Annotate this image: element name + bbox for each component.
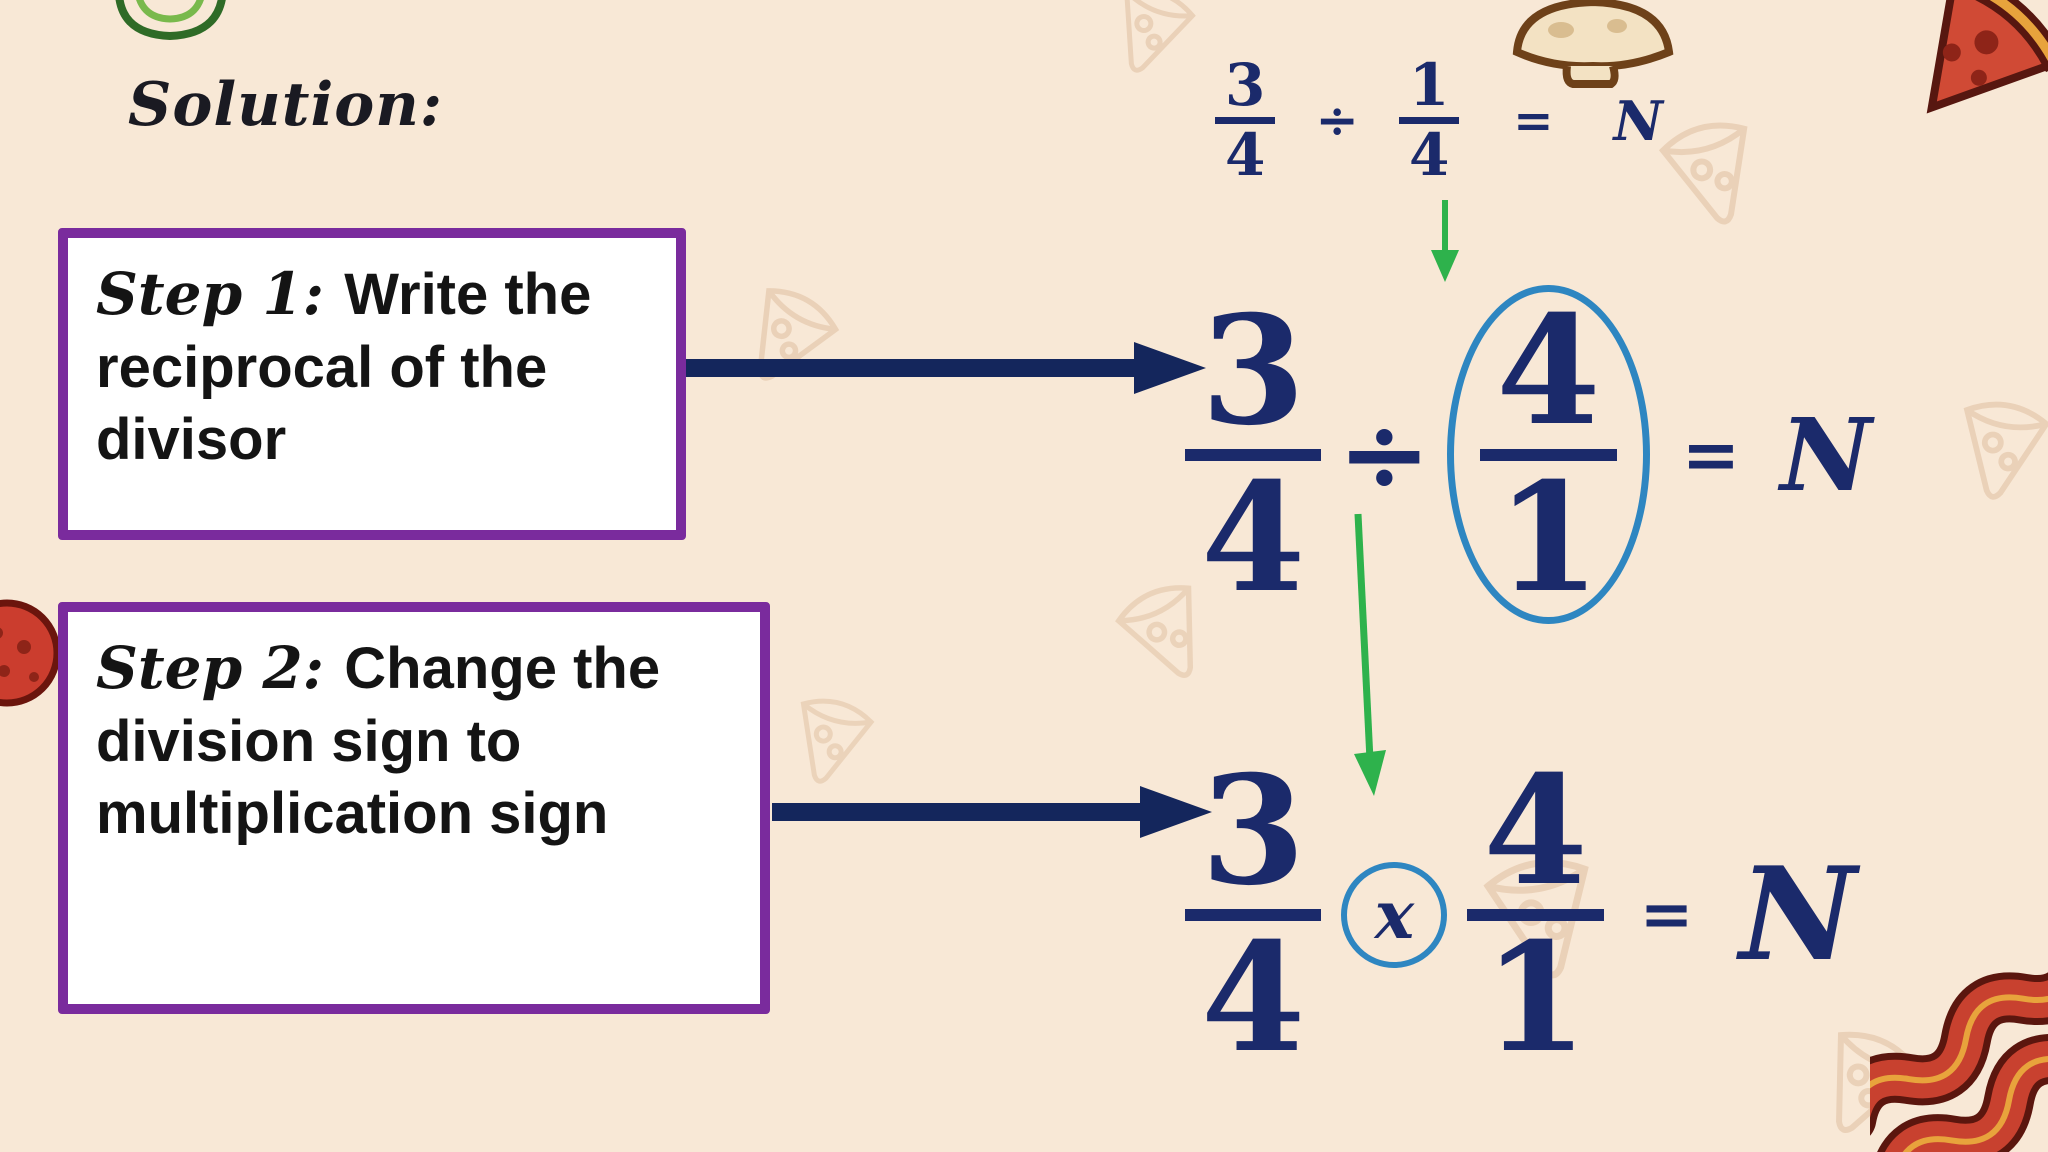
fraction-reciprocal: 4 1 — [1480, 296, 1617, 626]
denominator: 1 — [1483, 909, 1588, 1086]
equals-sign: = — [1681, 413, 1741, 496]
equals-sign: = — [1513, 92, 1554, 149]
numerator: 3 — [1185, 296, 1322, 461]
result-variable: N — [1780, 395, 1872, 514]
step2-callout-box: Step 2: Change the division sign to mult… — [58, 602, 770, 1014]
reciprocal-highlight-ellipse: 4 1 — [1447, 285, 1650, 626]
step2-label: Step 2: — [96, 634, 345, 702]
numerator: 4 — [1480, 296, 1617, 461]
numerator: 3 — [1215, 56, 1276, 125]
denominator: 4 — [1408, 121, 1450, 190]
step1-arrow — [686, 342, 1206, 394]
equation-multiplication: 3 4 x 4 1 = N — [1185, 756, 1857, 1086]
denominator: 1 — [1496, 449, 1601, 626]
step1-text: Write the reciprocal of the divisor — [96, 262, 592, 472]
fraction-dividend: 3 4 — [1185, 296, 1322, 626]
fraction-dividend: 3 4 — [1185, 756, 1322, 1086]
denominator: 4 — [1225, 121, 1266, 190]
numerator: 4 — [1467, 756, 1604, 921]
denominator: 4 — [1201, 449, 1306, 626]
green-arrow-reciprocal — [1431, 200, 1459, 282]
division-sign: ÷ — [1315, 90, 1359, 152]
numerator: 3 — [1185, 756, 1322, 921]
result-variable: N — [1613, 88, 1663, 153]
equation-original: 3 4 ÷ 1 4 = N — [1215, 56, 1663, 190]
step2-arrow — [772, 786, 1212, 838]
multiplication-sign-circled: x — [1341, 861, 1448, 968]
step1-callout-box: Step 1: Write the reciprocal of the divi… — [58, 228, 686, 540]
division-sign: ÷ — [1337, 389, 1432, 520]
fraction-divisor: 1 4 — [1398, 56, 1460, 190]
equation-reciprocal: 3 4 ÷ 4 1 = N — [1185, 285, 1872, 624]
pepper-icon — [115, 0, 226, 41]
bacon-icon — [1870, 955, 2048, 1152]
fraction-reciprocal: 4 1 — [1467, 756, 1604, 1086]
step2-text: Change the division sign to multiplicati… — [96, 636, 661, 846]
result-variable: N — [1739, 839, 1857, 990]
fraction-dividend: 3 4 — [1215, 56, 1276, 190]
denominator: 4 — [1201, 909, 1306, 1086]
numerator: 1 — [1398, 56, 1460, 125]
page-title: Solution: — [128, 70, 444, 140]
pepperoni-icon — [0, 599, 61, 707]
step1-label: Step 1: — [96, 260, 345, 328]
pizza-slice-icon — [1926, 0, 2048, 114]
equals-sign: = — [1639, 877, 1694, 952]
